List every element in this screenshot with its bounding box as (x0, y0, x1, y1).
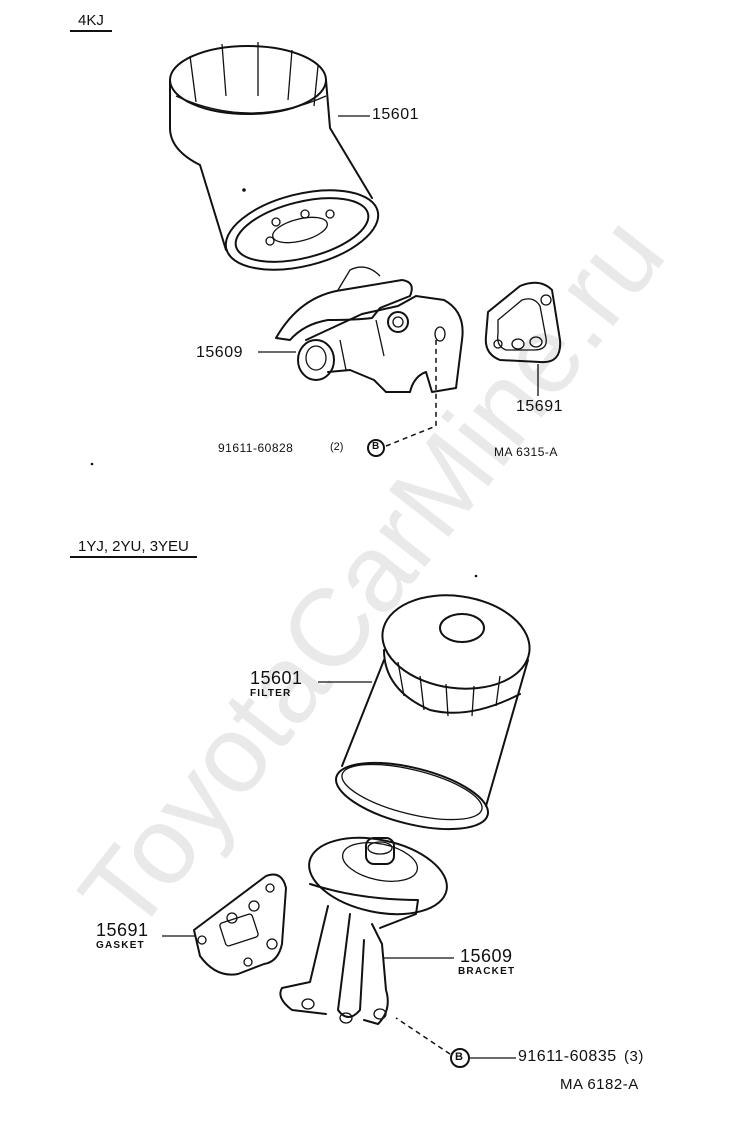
bottom-section-title: 1YJ, 2YU, 3YEU (70, 538, 197, 558)
bottom-bolt-symbol: B (455, 1051, 463, 1063)
bottom-filter-name: FILTER (250, 688, 292, 699)
bottom-oil-filter (335, 594, 531, 831)
bottom-bolt-dashed-leader (395, 1017, 451, 1055)
bottom-gasket-name: GASKET (96, 940, 145, 951)
bottom-bolt-part-number: 91611-60835 (518, 1048, 617, 1065)
top-bracket (275, 266, 464, 393)
top-gasket-part-number: 15691 (516, 398, 563, 415)
top-bolt-part-number: 91611-60828 (218, 441, 294, 455)
bottom-bolt-b-circle (450, 1048, 470, 1068)
top-oil-filter (169, 42, 380, 271)
bottom-bracket-name: BRACKET (458, 966, 516, 977)
bottom-gasket (193, 873, 287, 976)
bottom-bracket-part-number: 15609 (460, 946, 513, 966)
top-bracket-part-number: 15609 (196, 344, 243, 361)
bottom-figure-reference: MA 6182-A (560, 1076, 639, 1093)
bottom-filter-part-number: 15601 (250, 668, 303, 688)
top-bolt-symbol: B (372, 441, 380, 452)
top-bolt-quantity: (2) (330, 441, 344, 453)
top-figure-reference: MA 6315-A (494, 445, 558, 459)
bottom-bolt-quantity: (3) (624, 1048, 644, 1065)
top-filter-part-number: 15601 (372, 106, 419, 123)
top-gasket (484, 281, 562, 364)
top-section-title: 4KJ (70, 12, 112, 32)
top-bolt-b-circle (367, 439, 385, 457)
bottom-gasket-part-number: 15691 (96, 920, 149, 940)
bottom-bracket (279, 836, 448, 1025)
